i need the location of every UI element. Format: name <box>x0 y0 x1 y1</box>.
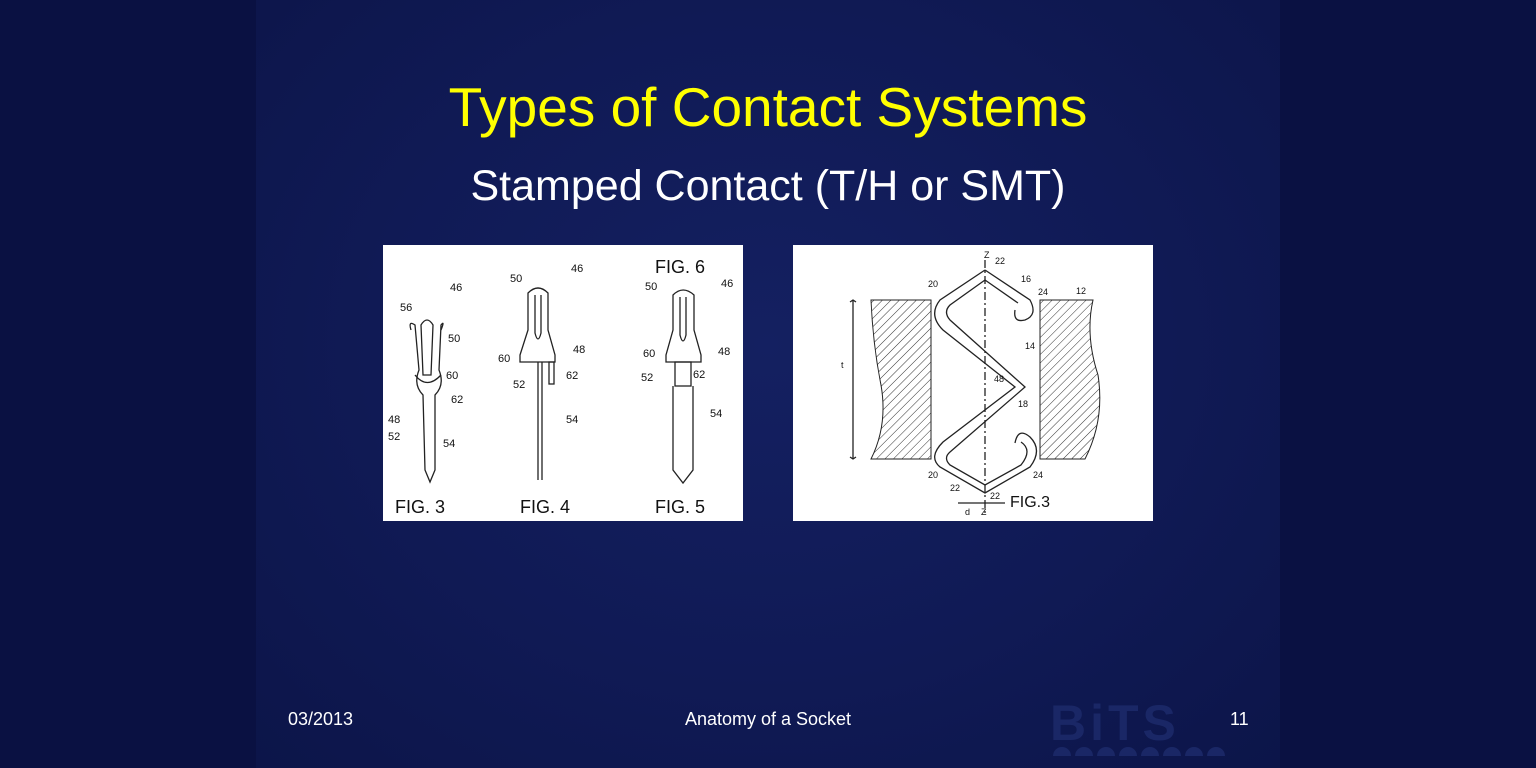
svg-text:BiTS: BiTS <box>1050 696 1180 751</box>
label: 62 <box>566 370 578 382</box>
label: 24 <box>1033 470 1043 480</box>
label: 46 <box>571 263 583 275</box>
label: 56 <box>400 302 412 314</box>
s-shaped-contact-patent-figure: Z 22 20 16 24 12 t 14 48 18 20 22 24 22 … <box>793 245 1153 521</box>
label: 22 <box>950 483 960 493</box>
label: 48 <box>718 346 730 358</box>
label: 16 <box>1021 274 1031 284</box>
label: 48 <box>994 374 1004 384</box>
footer-date: 03/2013 <box>288 709 354 729</box>
label: 46 <box>450 282 462 294</box>
label: 20 <box>928 279 938 289</box>
label: 50 <box>448 333 460 345</box>
label: Z <box>984 250 990 260</box>
label: 48 <box>573 344 585 356</box>
label: 62 <box>451 394 463 406</box>
label: 52 <box>513 379 525 391</box>
label: d <box>965 507 970 517</box>
slide: Types of Contact Systems Stamped Contact… <box>256 0 1280 768</box>
caption-fig6: FIG. 6 <box>655 257 705 277</box>
caption-fig3: FIG. 3 <box>395 497 445 517</box>
label: 20 <box>928 470 938 480</box>
caption-fig4: FIG. 4 <box>520 497 570 517</box>
bits-logo-watermark: BiTS <box>1050 696 1225 756</box>
page-number: 11 <box>1230 709 1249 729</box>
label: 50 <box>510 273 522 285</box>
label: 22 <box>995 256 1005 266</box>
label: 52 <box>388 431 400 443</box>
label: 50 <box>645 281 657 293</box>
label: 54 <box>710 408 722 420</box>
label: 24 <box>1038 287 1048 297</box>
label: 60 <box>643 348 655 360</box>
label: 54 <box>443 438 455 450</box>
label: 48 <box>388 414 400 426</box>
label: 18 <box>1018 399 1028 409</box>
stamped-contact-patent-figures: FIG. 3 FIG. 4 FIG. 5 FIG. 6 46 56 50 60 … <box>383 245 743 521</box>
label: 52 <box>641 372 653 384</box>
label: 22 <box>990 491 1000 501</box>
footer-title: Anatomy of a Socket <box>684 709 852 729</box>
label: Z <box>981 507 987 517</box>
label: 60 <box>446 370 458 382</box>
slide-subtitle: Stamped Contact (T/H or SMT) <box>470 162 1066 210</box>
label: 60 <box>498 353 510 365</box>
label: 14 <box>1025 341 1035 351</box>
label: 62 <box>693 369 705 381</box>
caption-fig3-right: FIG.3 <box>1010 494 1050 511</box>
label: 54 <box>566 414 578 426</box>
caption-fig5: FIG. 5 <box>655 497 705 517</box>
label: t <box>841 360 844 370</box>
label: 12 <box>1076 286 1086 296</box>
slide-title: Types of Contact Systems <box>448 76 1088 138</box>
label: 46 <box>721 278 733 290</box>
